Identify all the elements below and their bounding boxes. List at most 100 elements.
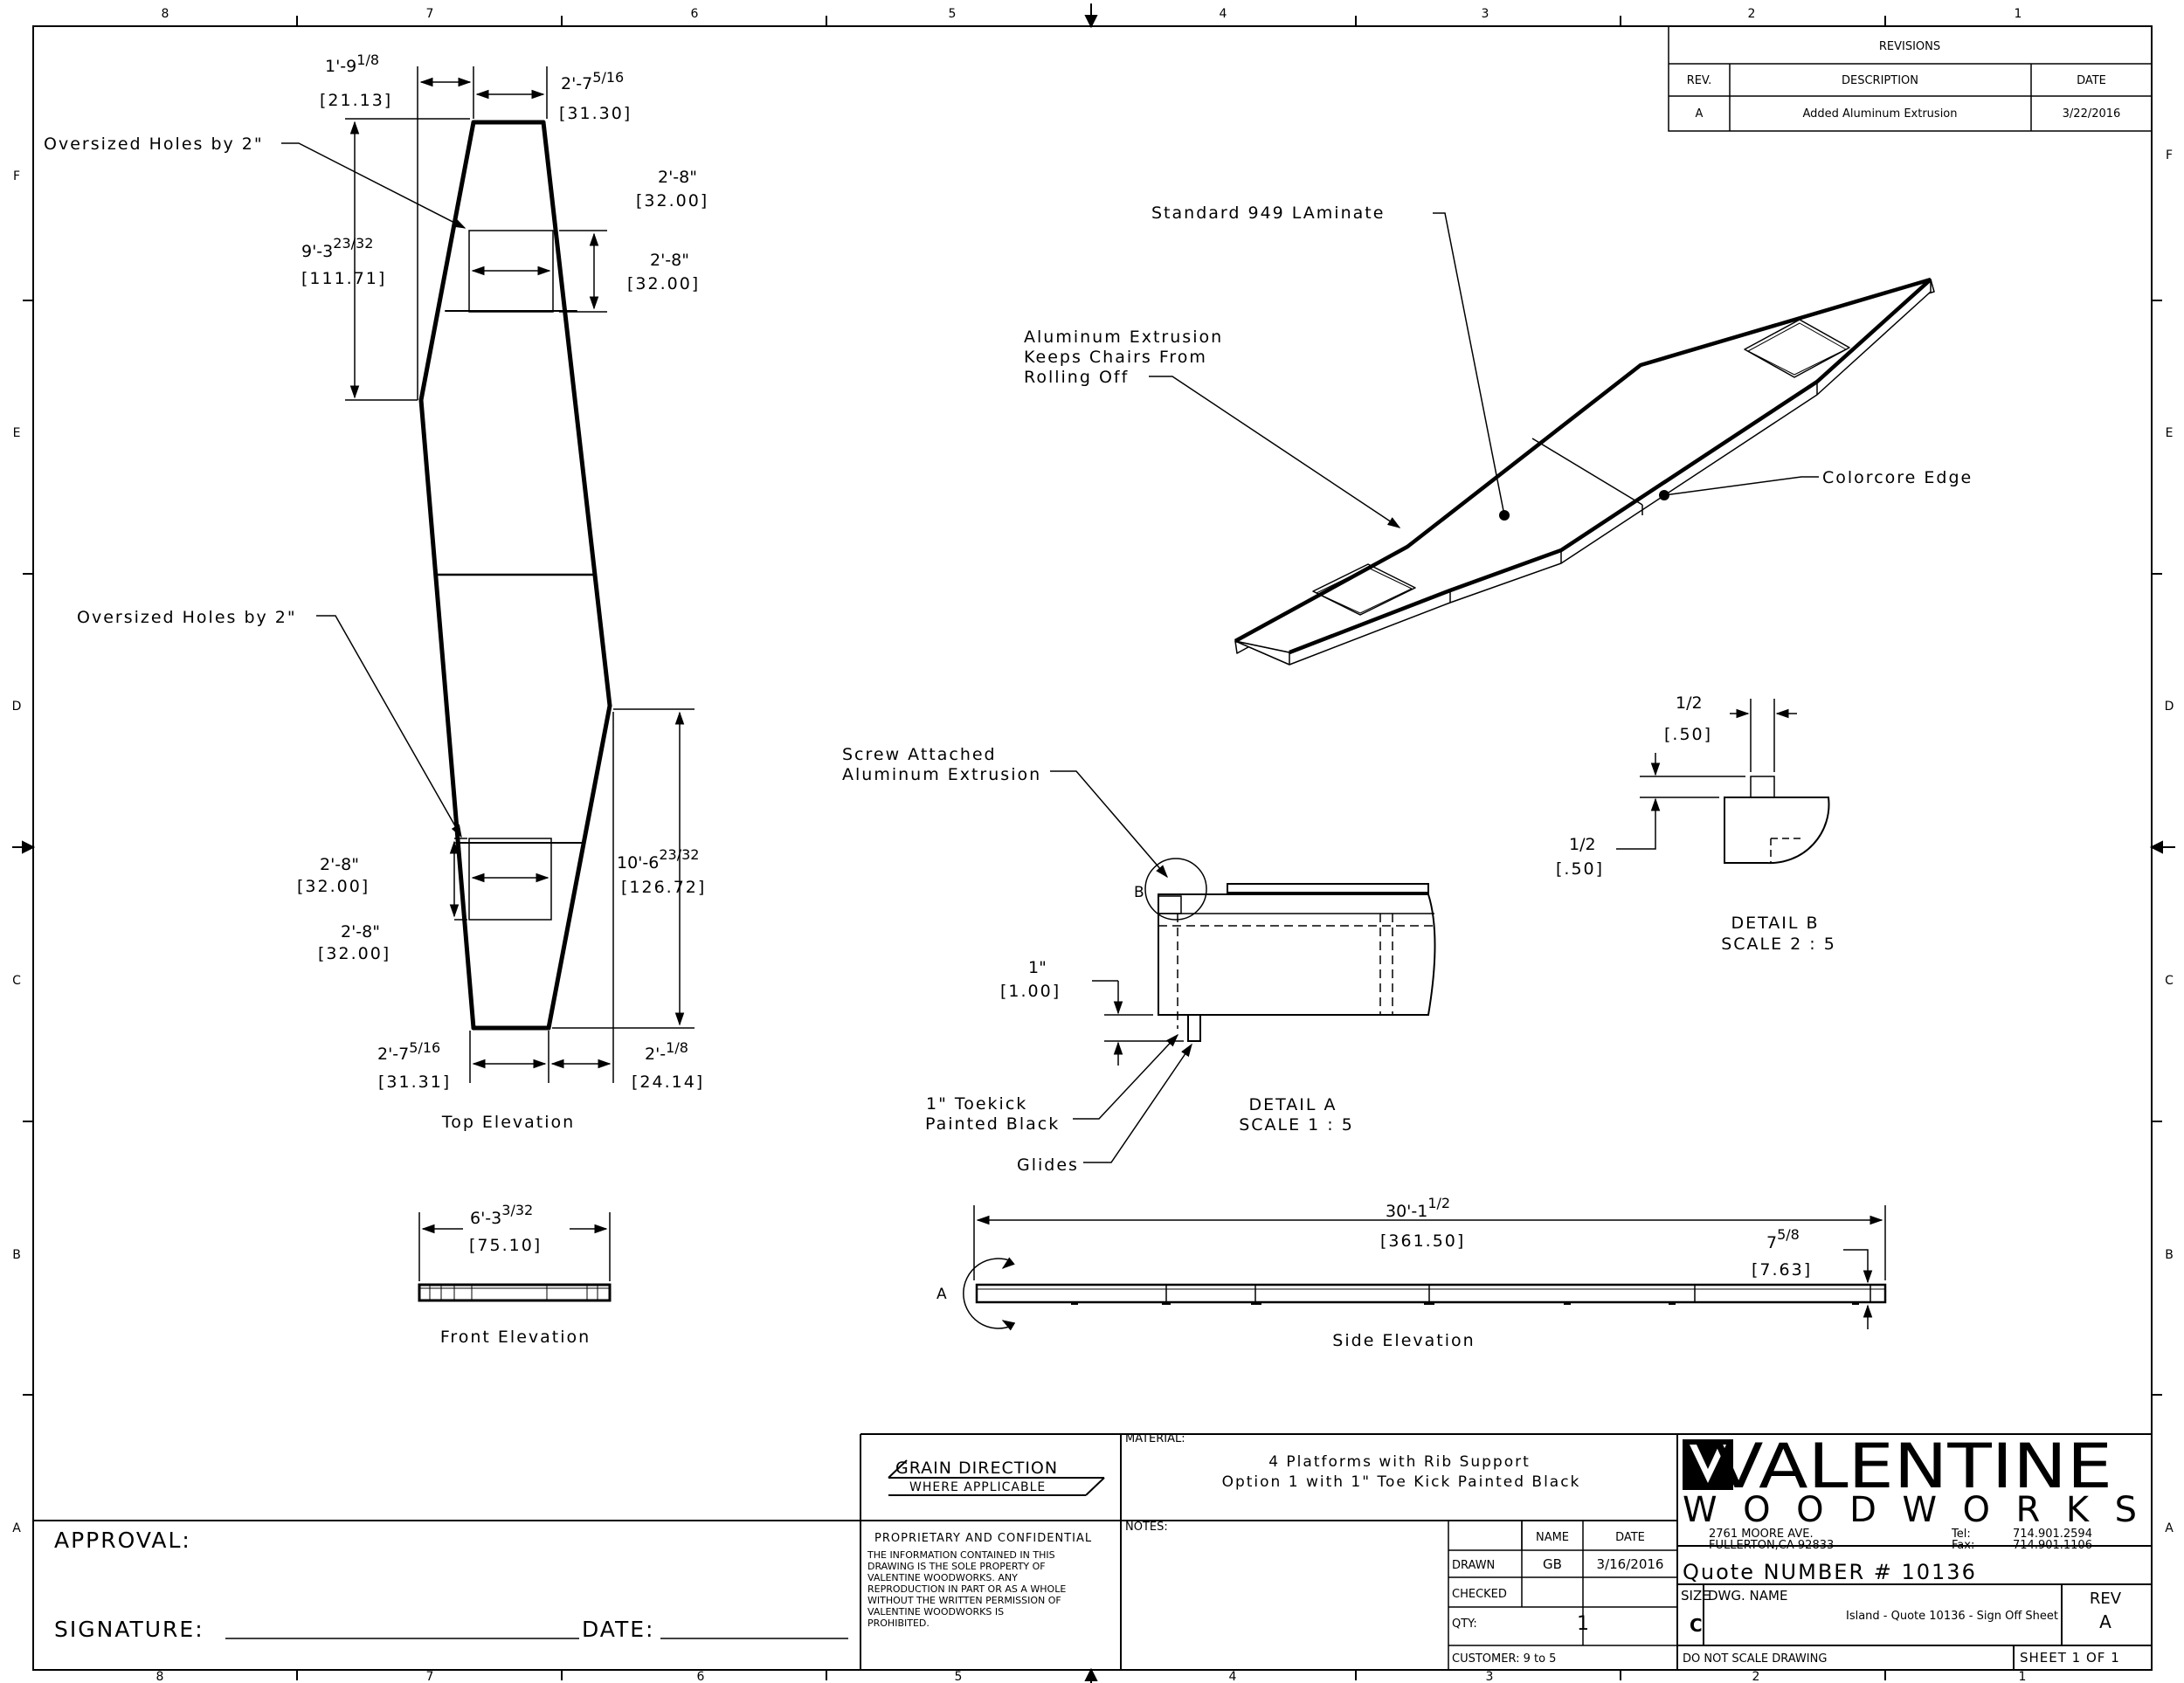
row-label: A: [2165, 1521, 2174, 1535]
title-block-text: GRAIN DIRECTION WHERE APPLICABLE MATERIA…: [54, 1431, 2137, 1666]
tel-value: 714.901.2594: [2013, 1528, 2092, 1541]
qty-label: QTY:: [1452, 1617, 1477, 1631]
dim-bottom-right-mm: [24.14]: [632, 1073, 704, 1092]
screw-note-line-2: Aluminum Extrusion: [842, 765, 1041, 784]
front-elevation-drawing: [418, 1283, 612, 1302]
customer-label: CUSTOMER: 9 to 5: [1452, 1652, 1556, 1666]
iso-leaders: [1149, 212, 1819, 528]
revision-rev: A: [1696, 107, 1704, 121]
side-elevation-dims: [973, 1205, 1886, 1331]
top-elevation-text: Oversized Holes by 2" Oversized Holes by…: [44, 52, 708, 1132]
dim-hole-bottom-width: 2'-8": [320, 855, 359, 874]
detail-b-caption: DETAIL B: [1731, 914, 1819, 933]
col-label: 8: [162, 7, 169, 21]
grain-direction-label: GRAIN DIRECTION: [895, 1459, 1058, 1478]
centering-arrows: [12, 3, 2175, 1683]
laminate-note: Standard 949 LAminate: [1151, 203, 1385, 223]
dim-upper-length: 9'-323/32: [301, 235, 373, 261]
qty-value: 1: [1577, 1613, 1589, 1635]
row-label: F: [2166, 148, 2173, 162]
detail-a-scale: SCALE 1 : 5: [1239, 1115, 1354, 1135]
detail-a-drawing: [1144, 858, 1437, 1042]
detail-a-caption: DETAIL A: [1249, 1095, 1337, 1114]
drawing-name-value: Island - Quote 10136 - Sign Off Sheet: [1846, 1610, 2058, 1623]
detail-b-drawing: [1724, 776, 1830, 865]
col-label: 3: [1486, 1670, 1494, 1683]
valentine-logo-mark: [1683, 1439, 1733, 1490]
material-line-2: Option 1 with 1" Toe Kick Painted Black: [1222, 1473, 1581, 1491]
row-label: E: [13, 426, 21, 440]
proprietary-line: THE INFORMATION CONTAINED IN THIS: [867, 1549, 1055, 1561]
col-label: 7: [426, 1670, 434, 1683]
laminate-leader-dot: [1499, 510, 1510, 521]
col-label: 6: [691, 7, 699, 21]
proprietary-title: PROPRIETARY AND CONFIDENTIAL: [874, 1532, 1092, 1545]
iso-leader-dots: [1499, 490, 1669, 521]
proprietary-line: PROHIBITED.: [867, 1617, 930, 1629]
dim-detail-b-height: 1/2: [1569, 835, 1596, 854]
checked-label: CHECKED: [1452, 1588, 1507, 1601]
border-zone-labels: 8 7 6 5 4 3 2 1 8 7 6 5 4 3 2 1 F E D C …: [12, 7, 2174, 1683]
dim-detail-b-height-mm: [.50]: [1556, 859, 1604, 879]
row-label: C: [2165, 974, 2174, 988]
dim-hole-top-height-mm: [32.00]: [636, 191, 708, 210]
dim-top-right-mm: [31.30]: [559, 104, 632, 123]
iso-text: Standard 949 LAminate Aluminum Extrusion…: [1024, 203, 1973, 487]
approval-date-label: DATE:: [582, 1617, 654, 1642]
side-a-label: A: [936, 1286, 947, 1303]
extrusion-note-line-3: Rolling Off: [1024, 368, 1129, 387]
dim-hole-bottom-width-mm: [32.00]: [297, 877, 370, 896]
dim-bottom-right: 2'-1/8: [645, 1039, 688, 1064]
col-label: 2: [1748, 7, 1756, 21]
dim-detail-b-width-mm: [.50]: [1664, 725, 1712, 744]
revisions-table: [1668, 25, 2153, 132]
row-label: E: [2166, 426, 2174, 440]
col-label: 5: [949, 7, 957, 21]
grain-direction-graphic: [888, 1459, 1105, 1496]
col-label: 5: [955, 1670, 963, 1683]
dim-bottom-left-mm: [31.31]: [378, 1073, 451, 1092]
notes-label: NOTES:: [1125, 1521, 1168, 1534]
col-label: 1: [2019, 1670, 2027, 1683]
dim-hole-top-width-mm: [32.00]: [627, 274, 700, 293]
dim-hole-bottom-height-mm: [32.00]: [318, 944, 390, 963]
front-elevation-text: 6'-33/32 [75.10] Front Elevation: [440, 1202, 591, 1347]
name-col-header: NAME: [1536, 1531, 1569, 1544]
detail-a-dims: [1050, 770, 1192, 1163]
dim-hole-top-height: 2'-8": [658, 168, 697, 187]
fax-value: 714.901.1106: [2013, 1539, 2092, 1552]
revisions-text: REVISIONS REV. DESCRIPTION DATE A Added …: [1687, 40, 2121, 121]
revision-description: Added Aluminum Extrusion: [1802, 107, 1957, 121]
dim-toekick: 1": [1028, 958, 1047, 977]
row-label: B: [12, 1248, 21, 1262]
dim-side-length-mm: [361.50]: [1380, 1231, 1465, 1251]
dim-top-right: 2'-75/16: [561, 69, 624, 93]
description-col-header: DESCRIPTION: [1842, 74, 1918, 87]
row-label: A: [12, 1521, 21, 1535]
proprietary-line: REPRODUCTION IN PART OR AS A WHOLE: [867, 1583, 1066, 1595]
iso-platform: [1234, 277, 1935, 666]
detail-a-text: B Screw Attached Aluminum Extrusion 1" […: [842, 745, 1354, 1175]
side-elevation-text: A 30'-11/2 [361.50] 75/8 [7.63] Side Ele…: [936, 1195, 1810, 1350]
col-label: 4: [1229, 1670, 1237, 1683]
colorcore-edge-note: Colorcore Edge: [1822, 468, 1973, 487]
dim-hole-bottom-height: 2'-8": [341, 922, 380, 942]
col-label: 2: [1752, 1670, 1760, 1683]
do-not-scale: DO NOT SCALE DRAWING: [1683, 1652, 1827, 1666]
dim-side-length: 30'-11/2: [1386, 1195, 1450, 1221]
dim-front-width: 6'-33/32: [470, 1202, 533, 1228]
row-label: D: [12, 700, 22, 714]
glides-note: Glides: [1017, 1155, 1079, 1175]
dim-detail-b-width: 1/2: [1676, 693, 1703, 713]
extrusion-note-line-2: Keeps Chairs From: [1024, 348, 1207, 367]
extrusion-note-line-1: Aluminum Extrusion: [1024, 328, 1223, 347]
proprietary-line: DRAWING IS THE SOLE PROPERTY OF: [867, 1561, 1046, 1572]
side-elevation-caption: Side Elevation: [1332, 1331, 1475, 1350]
rev-value: A: [2099, 1611, 2111, 1632]
dim-side-height: 75/8: [1766, 1226, 1800, 1252]
front-elevation-caption: Front Elevation: [440, 1328, 591, 1347]
drawing-name-label: DWG. NAME: [1708, 1588, 1787, 1604]
front-elevation-dims: [418, 1212, 611, 1281]
sheet-number: SHEET 1 OF 1: [2020, 1650, 2120, 1666]
approval-label: APPROVAL:: [54, 1528, 191, 1553]
